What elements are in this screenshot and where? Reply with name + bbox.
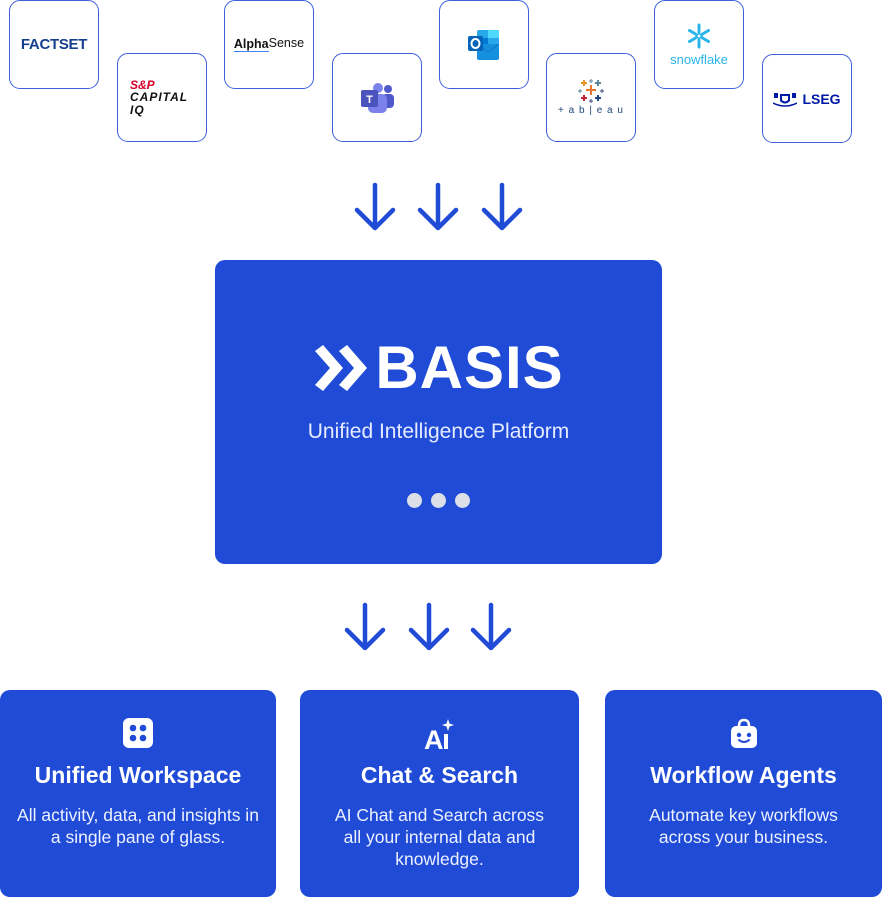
feature-title: Unified Workspace <box>34 762 242 788</box>
snowflake-icon <box>688 23 710 48</box>
grid-dots-icon <box>123 718 153 748</box>
svg-text:T: T <box>366 94 373 106</box>
feature-card-workflow-agents: Workflow Agents Automate key workflows a… <box>605 690 882 897</box>
lseg-crest-icon <box>773 92 798 107</box>
feature-title: Chat & Search <box>360 762 519 788</box>
capital-iq-logo: CAPITAL IQ <box>130 89 188 117</box>
integration-tile-snowflake: snowflake <box>654 0 744 89</box>
tableau-logo-text: + a b | e a u <box>558 105 624 116</box>
feature-description: All activity, data, and insights in a si… <box>17 805 259 847</box>
teams-icon: T <box>361 82 394 113</box>
ellipsis-icon <box>215 493 662 508</box>
brand-name: BASIS <box>375 334 564 401</box>
snowflake-logo-text: snowflake <box>670 51 728 67</box>
integration-tile-outlook <box>439 0 529 89</box>
double-chevron-icon <box>315 345 368 391</box>
integration-tile-tableau: + a b | e a u <box>546 53 636 142</box>
alphasense-logo-bold: Alpha <box>233 36 269 52</box>
outlook-icon <box>468 29 500 60</box>
factset-logo: FACTSET <box>20 36 88 53</box>
tableau-mark-icon <box>578 79 604 103</box>
svg-text:A: A <box>424 725 444 752</box>
dot <box>455 493 470 508</box>
dot <box>407 493 422 508</box>
sp-logo: S&P <box>130 77 155 92</box>
feature-title: Workflow Agents <box>650 762 837 788</box>
lseg-logo-text: LSEG <box>802 90 841 107</box>
feature-description: Automate key workflows across your busin… <box>649 805 838 847</box>
feature-card-unified-workspace: Unified Workspace All activity, data, an… <box>0 690 276 897</box>
robot-agent-icon <box>730 718 757 748</box>
arrow-down-icon <box>354 182 396 231</box>
arrow-down-icon <box>344 602 386 651</box>
integration-tile-teams: T <box>332 53 422 142</box>
dot <box>431 493 446 508</box>
arrow-down-icon <box>481 182 523 231</box>
alphasense-logo-rest: Sense <box>268 36 305 51</box>
feature-description: AI Chat and Search across all your inter… <box>334 805 545 869</box>
basis-platform-box: BASIS Unified Intelligence Platform <box>215 260 662 564</box>
platform-tagline: Unified Intelligence Platform <box>307 420 570 443</box>
arrow-down-icon <box>408 602 450 651</box>
arrow-down-icon <box>470 602 512 651</box>
arrow-down-icon <box>417 182 459 231</box>
basis-logo: BASIS <box>215 338 662 398</box>
integration-tile-factset: FACTSET <box>9 0 99 89</box>
feature-card-chat-search: A Chat & Search AI Chat and Search acros… <box>300 690 579 897</box>
ai-sparkle-icon: A <box>424 719 454 752</box>
integration-tile-lseg: LSEG <box>762 54 852 143</box>
integration-tile-sp-capital-iq: S&P CAPITAL IQ <box>117 53 207 142</box>
